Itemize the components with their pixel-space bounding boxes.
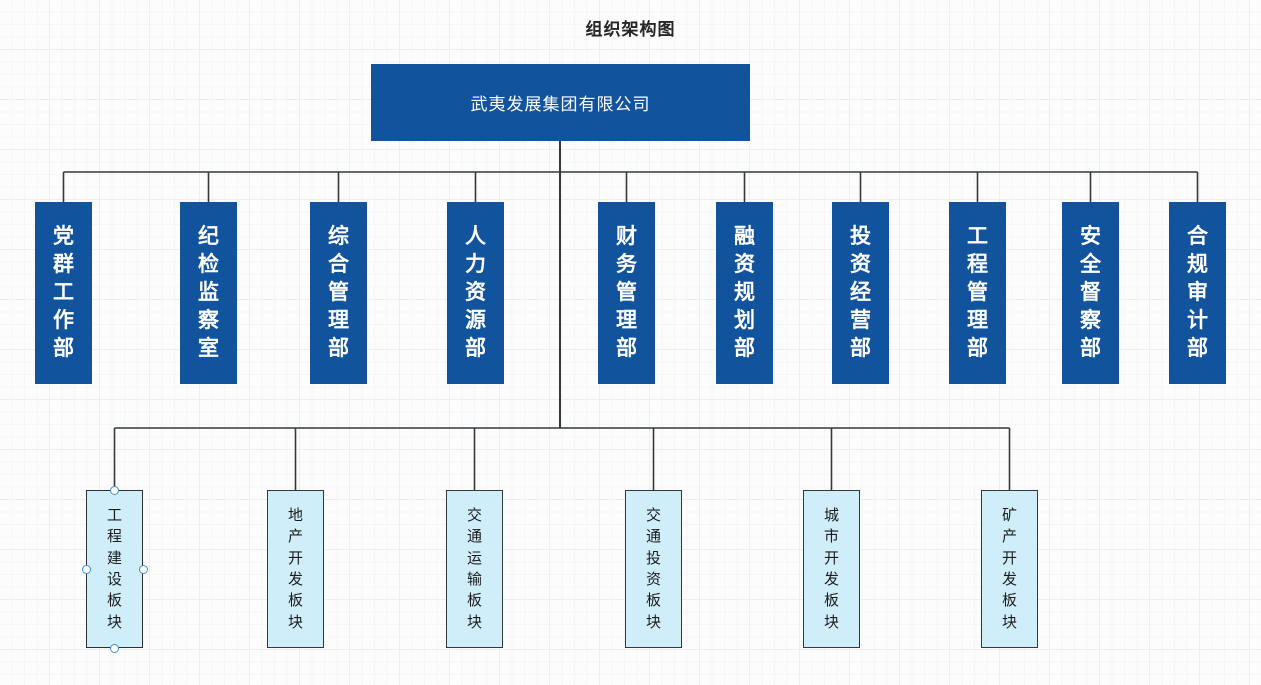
resize-handle-top-center[interactable] [110, 485, 119, 495]
node-department-3[interactable]: 综 合 管 理 部 [310, 202, 367, 384]
node-root-label: 武夷发展集团有限公司 [470, 95, 651, 114]
node-department-6[interactable]: 融 资 规 划 部 [716, 202, 773, 384]
node-department-5-label: 财 务 管 理 部 [616, 225, 637, 360]
node-segment-6[interactable]: 矿 产 开 发 板 块 [981, 490, 1038, 648]
resize-handle-middle-left[interactable] [81, 564, 91, 574]
node-department-2-label: 纪 检 监 察 室 [198, 225, 219, 360]
node-department-1-label: 党 群 工 作 部 [53, 225, 74, 360]
node-segment-1[interactable]: 工 程 建 设 板 块 [86, 490, 143, 648]
node-segment-5-label: 城 市 开 发 板 块 [823, 507, 839, 631]
node-department-10[interactable]: 合 规 审 计 部 [1169, 202, 1226, 384]
node-segment-5[interactable]: 城 市 开 发 板 块 [803, 490, 860, 648]
resize-handle-middle-right[interactable] [138, 564, 148, 574]
node-department-7[interactable]: 投 资 经 营 部 [832, 202, 889, 384]
node-segment-6-label: 矿 产 开 发 板 块 [1001, 507, 1017, 631]
resize-handle-bottom-center[interactable] [110, 643, 119, 653]
node-segment-4[interactable]: 交 通 投 资 板 块 [625, 490, 682, 648]
node-segment-3[interactable]: 交 通 运 输 板 块 [446, 490, 503, 648]
node-segment-1-label: 工 程 建 设 板 块 [106, 507, 122, 631]
node-department-3-label: 综 合 管 理 部 [328, 225, 349, 360]
node-department-4-label: 人 力 资 源 部 [465, 225, 486, 360]
page-title: 组织架构图 [585, 20, 676, 39]
node-department-1[interactable]: 党 群 工 作 部 [35, 202, 92, 384]
node-department-4[interactable]: 人 力 资 源 部 [447, 202, 504, 384]
node-department-8[interactable]: 工 程 管 理 部 [949, 202, 1006, 384]
node-department-5[interactable]: 财 务 管 理 部 [598, 202, 655, 384]
node-root[interactable]: 武夷发展集团有限公司 [371, 64, 750, 141]
node-department-9[interactable]: 安 全 督 察 部 [1062, 202, 1119, 384]
node-department-9-label: 安 全 督 察 部 [1080, 225, 1101, 360]
node-department-8-label: 工 程 管 理 部 [967, 225, 988, 360]
node-department-2[interactable]: 纪 检 监 察 室 [180, 202, 237, 384]
node-department-10-label: 合 规 审 计 部 [1187, 225, 1208, 360]
node-department-7-label: 投 资 经 营 部 [850, 225, 871, 360]
node-segment-2[interactable]: 地 产 开 发 板 块 [267, 490, 324, 648]
node-segment-3-label: 交 通 运 输 板 块 [466, 507, 482, 631]
node-department-6-label: 融 资 规 划 部 [734, 225, 755, 360]
node-segment-2-label: 地 产 开 发 板 块 [287, 507, 303, 631]
node-segment-4-label: 交 通 投 资 板 块 [645, 507, 661, 631]
